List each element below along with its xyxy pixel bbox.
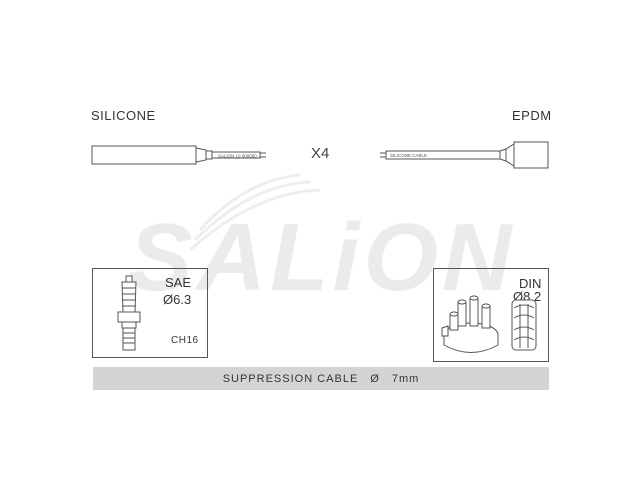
left-material-label: SILICONE xyxy=(91,108,156,123)
cable-size: 7mm xyxy=(391,372,420,385)
sae-title: SAE xyxy=(165,275,192,290)
spark-plug-terminal-icon xyxy=(117,275,141,351)
sae-code: CH16 xyxy=(171,335,199,346)
right-cable-print: SILICONE CABLE xyxy=(390,153,427,158)
din-title: DIN xyxy=(519,276,542,291)
right-cable-diagram: SILICONE CABLE xyxy=(380,141,549,169)
diameter-symbol: Ø xyxy=(370,372,380,385)
suppression-cable-bar: SUPPRESSION CABLE Ø 7mm xyxy=(93,367,549,390)
distributor-cap-icon xyxy=(441,295,537,353)
sae-terminal-box: SAE Ø6.3 CH16 xyxy=(92,268,208,358)
left-cable-print: SALiON 10 000000 xyxy=(218,154,257,159)
suppression-cable-label: SUPPRESSION CABLE xyxy=(222,372,359,385)
sae-diameter: Ø6.3 xyxy=(163,292,192,307)
left-cable-diagram: SALiON 10 000000 xyxy=(91,145,266,165)
quantity-label: X4 xyxy=(311,145,330,162)
watermark-text: SALiON xyxy=(129,204,516,311)
right-material-label: EPDM xyxy=(512,108,552,123)
